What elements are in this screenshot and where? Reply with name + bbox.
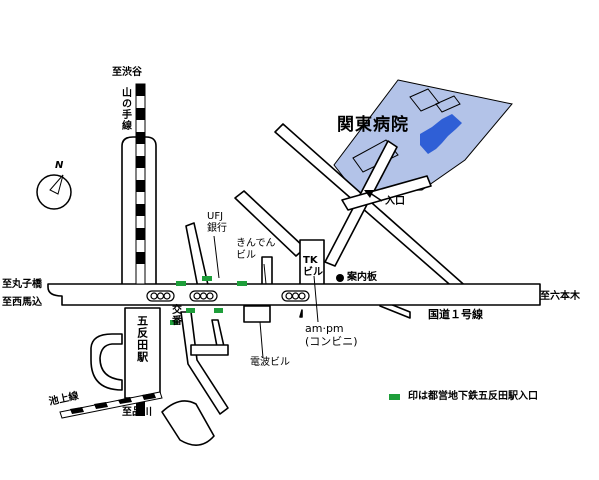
entrance-arrow-icon: [364, 190, 383, 202]
hospital-outbuildings: [352, 88, 461, 173]
subway-entrance-legend: 印は都営地下鉄五反田駅入口: [408, 391, 538, 402]
ufj-bank-label: UFJ 銀行: [207, 211, 227, 234]
ikegami-rail: [59, 391, 163, 419]
gotanda-station-label: 五反田駅: [135, 315, 149, 363]
traffic-light-icon: [146, 290, 310, 302]
to-roppongi-label: 至六本木: [540, 291, 580, 302]
yamanote-rail: [135, 83, 146, 416]
hospital-building: [420, 114, 462, 154]
compass-north-icon: [36, 174, 72, 210]
to-marunouchi-label: 至丸子橋: [2, 279, 42, 290]
kinden-bldg-label: きんでん ビル: [236, 238, 276, 261]
yamanote-line-label: 山の手線: [119, 87, 131, 131]
to-shinagawa-label: 至品川: [122, 407, 152, 418]
denpa-bldg-label: 電波ビル: [250, 357, 290, 368]
info-board-label: 案内板: [347, 272, 377, 283]
north-label: N: [55, 160, 64, 171]
entrance-label: 入口: [385, 196, 405, 207]
leader-lines: [213, 235, 319, 359]
tk-bldg-label: TK ビル: [303, 255, 323, 278]
ampm-label: am·pm (コンビニ): [305, 322, 358, 348]
koban-label: 交番: [169, 304, 181, 326]
hospital-label: 関東病院: [337, 115, 409, 135]
subway-entrance-marker-icon: [170, 276, 400, 400]
to-shibuya-label: 至渋谷: [112, 67, 142, 78]
national-route-label: 国道１号線: [428, 308, 483, 321]
to-nishimagome-label: 至西馬込: [2, 297, 42, 308]
info-board-dot-icon: [336, 274, 344, 282]
